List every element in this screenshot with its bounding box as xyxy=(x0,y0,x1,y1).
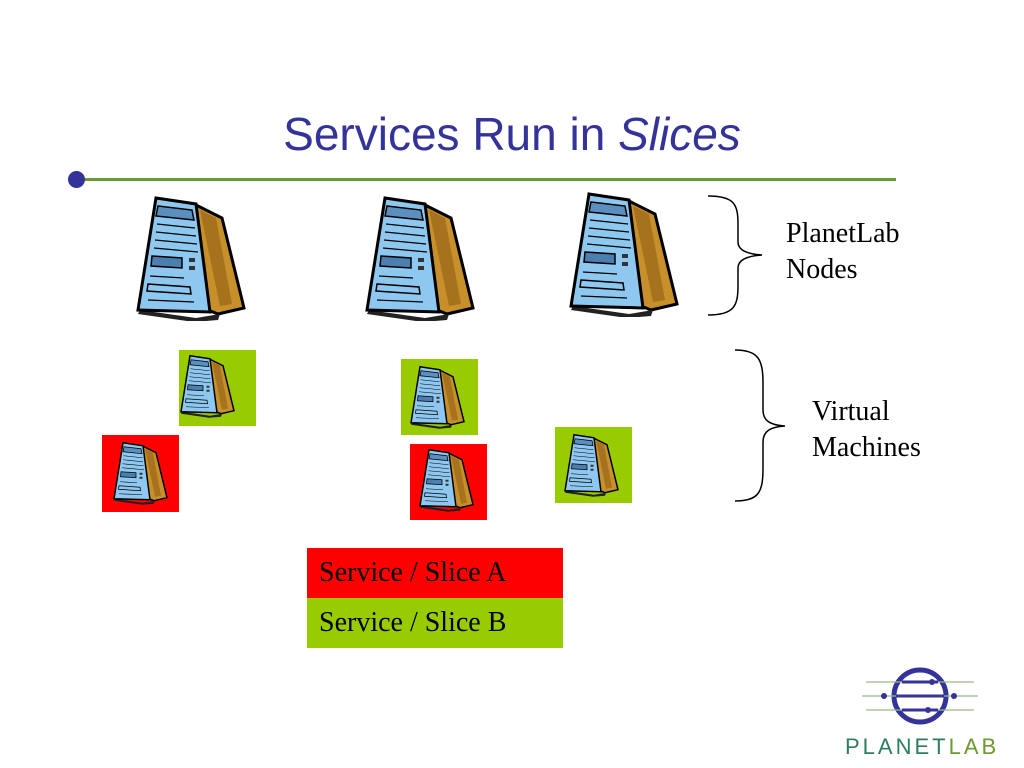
logo-text-lab: LAB xyxy=(948,734,1000,759)
title-main: Services Run in xyxy=(283,108,619,160)
vm-slice-a-1 xyxy=(102,435,179,512)
legend-slice-a: Service / Slice A xyxy=(307,548,563,598)
vm-server-icon xyxy=(419,448,474,512)
legend-slice-b: Service / Slice B xyxy=(307,598,563,648)
title-rule-bullet xyxy=(68,171,85,188)
vms-label-line2: Machines xyxy=(812,432,921,463)
vm-slice-b-1 xyxy=(179,350,256,426)
nodes-label-line2: Nodes xyxy=(786,254,858,285)
nodes-brace xyxy=(707,195,763,316)
node-server-1 xyxy=(134,196,254,321)
logo-text-planet: PLANET xyxy=(845,734,949,759)
node-server-2 xyxy=(363,196,483,321)
vm-server-icon xyxy=(564,433,619,497)
title-rule xyxy=(78,178,896,181)
vms-label-line1: Virtual xyxy=(812,396,890,427)
vm-slice-b-2 xyxy=(401,359,478,435)
slide-title: Services Run in Slices xyxy=(0,104,1024,164)
node-server-3 xyxy=(567,192,687,317)
vm-server-icon xyxy=(410,365,465,429)
nodes-label-line1: PlanetLab xyxy=(786,218,900,249)
planetlab-logo-icon xyxy=(862,667,978,725)
title-italic: Slices xyxy=(618,108,741,160)
vm-slice-b-3 xyxy=(555,427,632,503)
planetlab-logo-text: PLANETLAB xyxy=(845,734,999,760)
vms-brace xyxy=(734,349,786,502)
vm-server-icon xyxy=(113,441,168,505)
vm-server-icon xyxy=(180,354,235,418)
vm-slice-a-2 xyxy=(410,444,487,520)
